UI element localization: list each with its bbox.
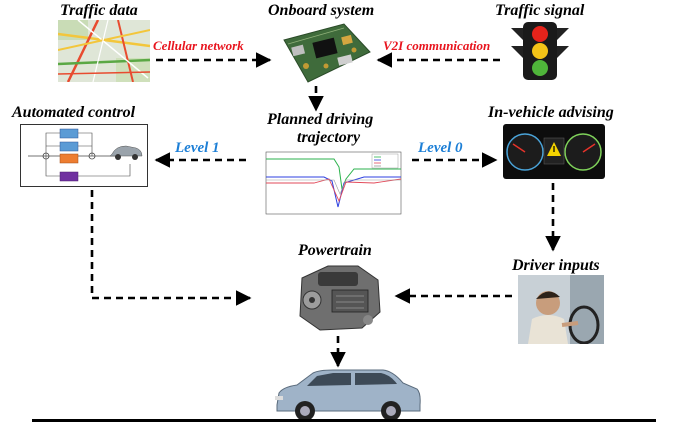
automated-control-diagram <box>20 124 148 187</box>
dashboard-image <box>503 124 605 179</box>
cellular-network-label: Cellular network <box>153 38 244 53</box>
v2i-communication-label: V2I communication <box>383 38 491 53</box>
level1-label: Level 1 <box>175 140 220 156</box>
trajectory-plot-image <box>254 149 406 218</box>
engine-image <box>299 265 381 331</box>
planned-trajectory-label-1: Planned driving <box>267 111 374 128</box>
planned-trajectory-label-2: trajectory <box>297 129 361 146</box>
road-line <box>32 419 656 422</box>
driver-inputs-label: Driver inputs <box>512 257 600 274</box>
automated-control-label: Automated control <box>12 104 136 121</box>
level0-label: Level 0 <box>418 140 463 156</box>
traffic-map-image <box>58 20 150 82</box>
in-vehicle-advising-label: In-vehicle advising <box>488 104 614 121</box>
traffic-light-icon <box>511 22 569 80</box>
driver-photo-image <box>518 275 604 344</box>
traffic-data-label: Traffic data <box>60 2 138 19</box>
powertrain-label: Powertrain <box>298 242 372 259</box>
traffic-signal-label: Traffic signal <box>495 2 585 19</box>
car-image <box>275 369 421 421</box>
onboard-system-label: Onboard system <box>268 2 375 19</box>
onboard-board-image <box>283 23 371 83</box>
edge-automated-to-powertrain <box>90 190 252 306</box>
